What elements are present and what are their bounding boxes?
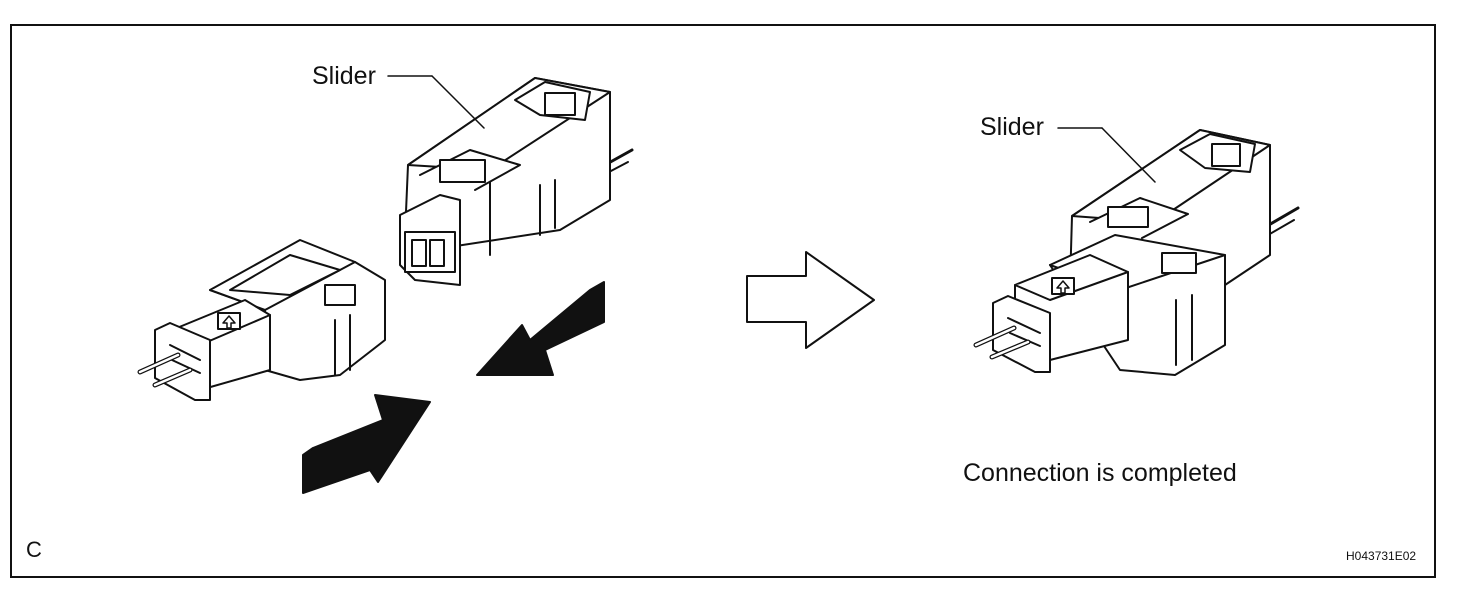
slider-label-after: Slider: [980, 113, 1044, 141]
slider-label-before: Slider: [312, 62, 376, 90]
push-arrow-right-icon: [302, 394, 431, 494]
male-connector-before: [137, 239, 386, 401]
connection-completed-caption: Connection is completed: [963, 459, 1237, 487]
panel-letter: C: [26, 537, 42, 562]
figure-code: H043731E02: [1346, 549, 1417, 563]
mated-connector-after: [973, 129, 1300, 376]
female-connector-before: [399, 77, 634, 286]
transition-arrow-icon: [746, 251, 875, 349]
push-arrow-left-icon: [476, 281, 605, 376]
